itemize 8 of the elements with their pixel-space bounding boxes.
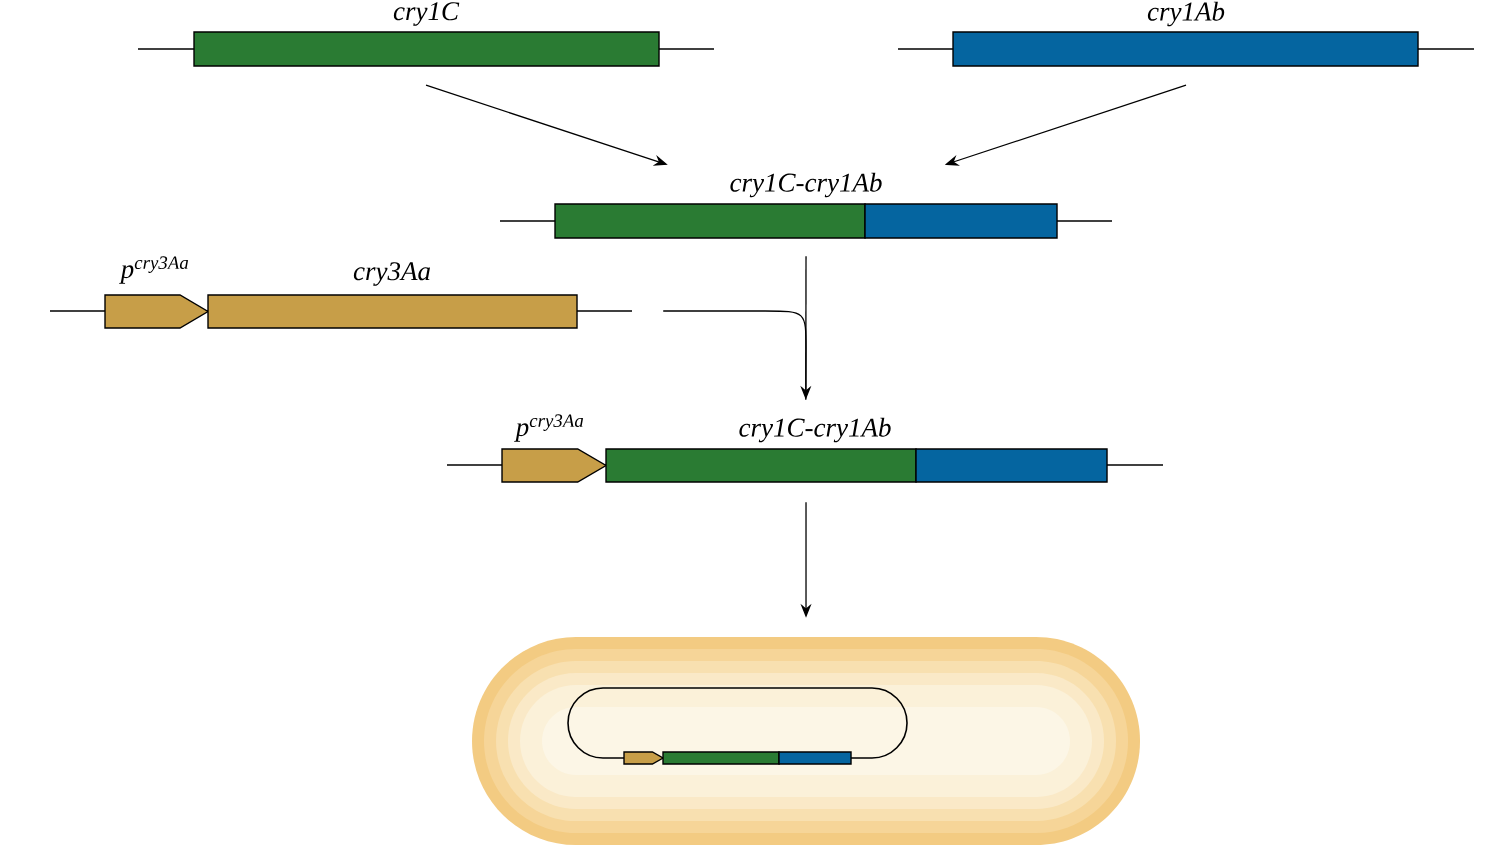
promoter-label: p$^{cry3Aa}$ [514, 414, 584, 442]
gene-label: cry3Aa [353, 262, 430, 286]
gene-label: cry1C-cry1Ab [739, 417, 891, 443]
promoter-label: p$^{cry3Aa}$ [119, 256, 189, 284]
gene-label: cry1C [393, 2, 460, 26]
bacterium-drawing [472, 637, 1140, 845]
gene-label: cry1C-cry1Ab [730, 172, 882, 198]
gene-label: cry1Ab [1147, 1, 1225, 27]
